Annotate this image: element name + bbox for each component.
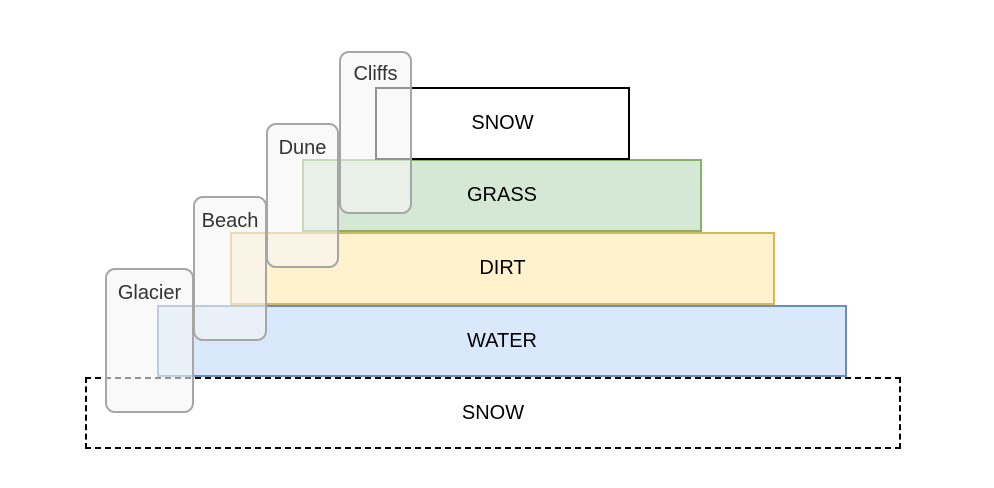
biome-dune: Dune bbox=[266, 123, 339, 268]
layer-snow-top: SNOW bbox=[375, 87, 630, 160]
layer-dirt-label: DIRT bbox=[479, 257, 526, 279]
layer-water-label: WATER bbox=[467, 329, 537, 352]
layer-snow-top-label: SNOW bbox=[471, 112, 534, 134]
layer-water: WATER bbox=[157, 305, 847, 377]
biome-beach-label: Beach bbox=[201, 210, 259, 232]
biome-dune-label: Dune bbox=[278, 137, 327, 159]
biome-glacier: Glacier bbox=[105, 268, 194, 413]
biome-cliffs-label: Cliffs bbox=[353, 63, 398, 85]
biome-beach: Beach bbox=[193, 196, 267, 341]
layer-snow-base: SNOW bbox=[85, 377, 901, 449]
biome-cliffs: Cliffs bbox=[339, 51, 412, 214]
layer-snow-base-label: SNOW bbox=[461, 401, 525, 424]
biome-glacier-label: Glacier bbox=[117, 282, 182, 304]
layer-grass-label: GRASS bbox=[466, 184, 538, 206]
